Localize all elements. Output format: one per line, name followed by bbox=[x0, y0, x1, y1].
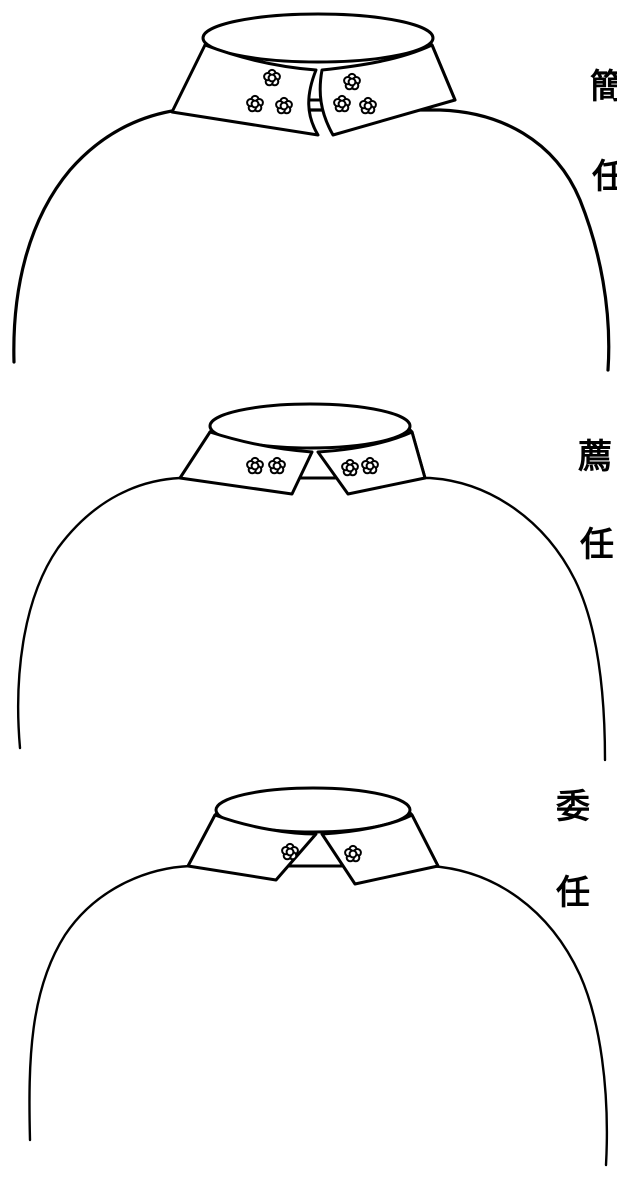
rank-label-bottom-3: 任 bbox=[556, 873, 590, 913]
shoulder-outline bbox=[28, 864, 609, 1167]
rank-label-bottom-2: 任 bbox=[580, 525, 614, 565]
shoulder-outline bbox=[16, 476, 607, 762]
rank-label-top-3: 委 bbox=[556, 787, 590, 827]
collar-tab-right bbox=[318, 43, 457, 137]
rank-label-top-2: 薦 bbox=[578, 437, 612, 477]
figure-jian bbox=[12, 12, 611, 372]
collar-tab-right bbox=[320, 813, 440, 886]
collar-tab-left bbox=[186, 813, 318, 882]
rank-label-top-1: 簡 bbox=[590, 67, 617, 107]
rank-label-bottom-1: 任 bbox=[592, 157, 617, 197]
collar-tab-left bbox=[178, 430, 314, 496]
figure-wei bbox=[28, 786, 609, 1167]
shoulder-outline bbox=[12, 108, 611, 372]
figure-jian2 bbox=[16, 402, 607, 762]
